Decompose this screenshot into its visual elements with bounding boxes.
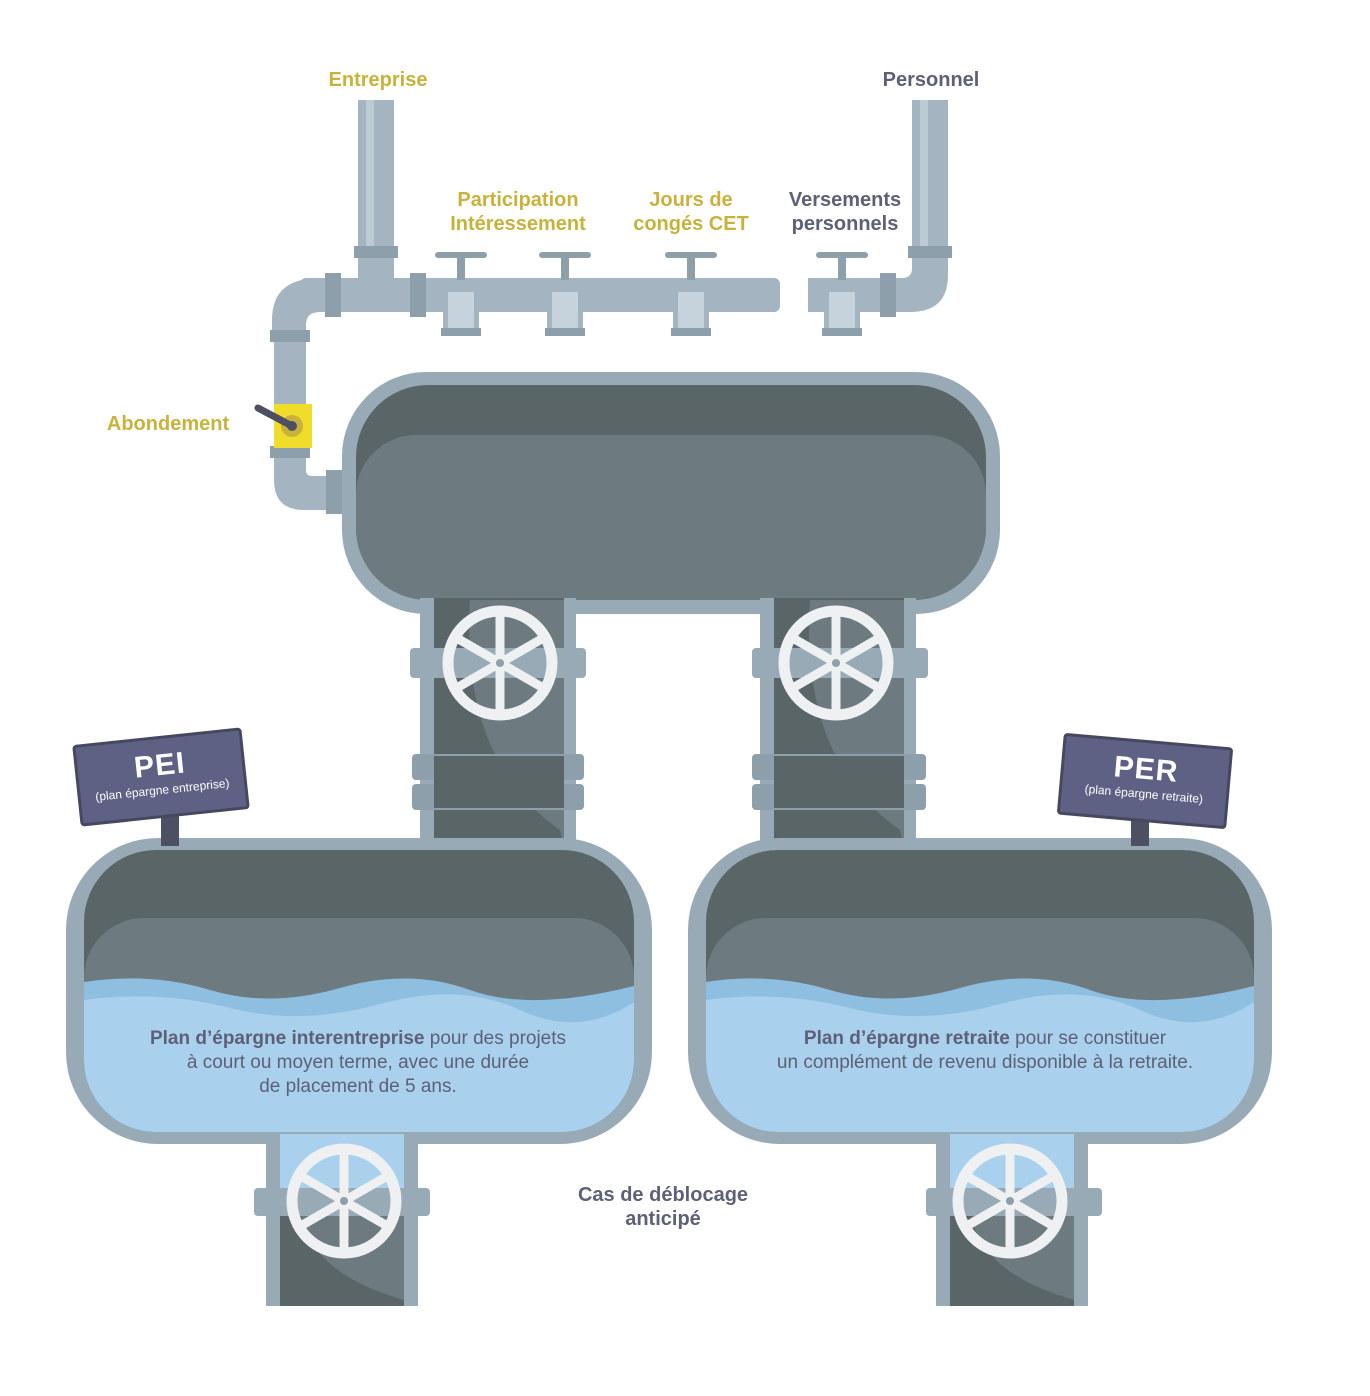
faucet-icon (435, 252, 868, 336)
pei-tank (66, 838, 652, 1144)
per-tank (688, 838, 1272, 1144)
valve-wheel-icon[interactable] (442, 605, 558, 721)
versements-label: Versements personnels (788, 189, 902, 235)
transfer-pipes (410, 598, 928, 850)
supply-pipes (270, 100, 952, 514)
pei-sign-post (161, 810, 179, 846)
participation-label: Participation Intéressement (450, 189, 586, 235)
valve-wheel-icon[interactable] (778, 605, 894, 721)
valve-wheels (286, 605, 1068, 1259)
valve-wheel-icon[interactable] (286, 1143, 402, 1259)
personnel-label: Personnel (882, 69, 980, 91)
entreprise-label: Entreprise (328, 69, 428, 91)
conges-cet-label: Jours de congés CET (633, 189, 749, 235)
abondement-label: Abondement (106, 413, 230, 435)
valve-wheel-icon[interactable] (952, 1143, 1068, 1259)
collector-tank (342, 372, 1000, 614)
deblocage-label: Cas de déblocage anticipé (577, 1184, 749, 1230)
pei-description: Plan d’épargne interentreprise pour des … (149, 1028, 567, 1097)
per-description: Plan d’épargne retraite pour se constitu… (776, 1028, 1194, 1073)
gate-valve-icon (254, 404, 312, 448)
per-sign: PER (plan épargne retraite) (1056, 732, 1234, 830)
